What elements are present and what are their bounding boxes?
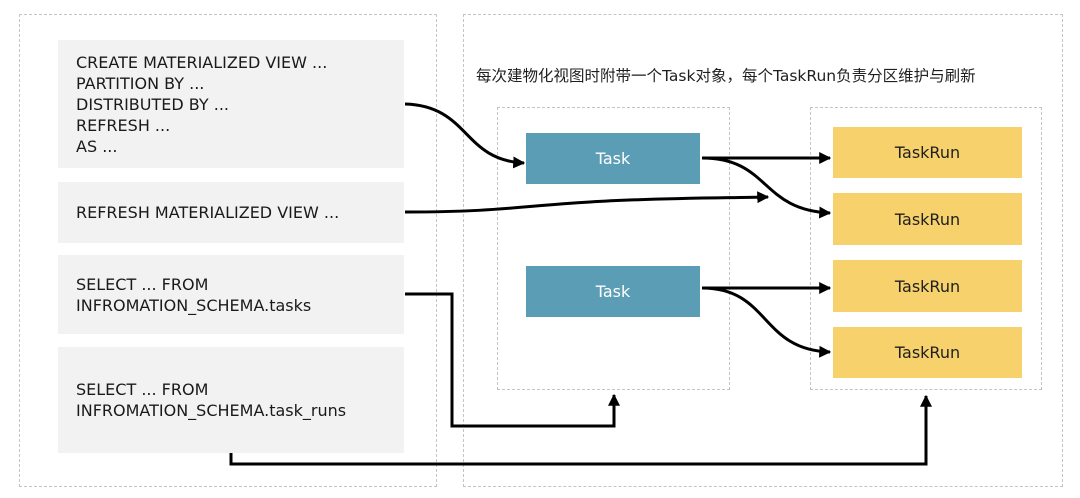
taskruns-group xyxy=(810,107,1042,390)
diagram-caption: 每次建物化视图时附带一个Task对象，每个TaskRun负责分区维护与刷新 xyxy=(476,67,976,85)
statement-line: DISTRIBUTED BY ... xyxy=(76,94,229,114)
statement-select-task-runs: SELECT ... FROM INFROMATION_SCHEMA.task_… xyxy=(58,347,404,453)
sql-statements-group xyxy=(19,14,437,487)
taskrun-box-2: TaskRun xyxy=(833,193,1022,245)
statement-line: CREATE MATERIALIZED VIEW ... xyxy=(76,52,328,72)
statement-select-tasks: SELECT ... FROM INFROMATION_SCHEMA.tasks xyxy=(58,255,404,334)
taskrun-box-1: TaskRun xyxy=(833,127,1022,178)
taskrun-box-4: TaskRun xyxy=(833,327,1022,378)
task-box-1: Task xyxy=(526,133,700,184)
statement-line: REFRESH ... xyxy=(76,115,171,135)
statement-line: SELECT ... FROM xyxy=(76,380,209,399)
statement-line: INFROMATION_SCHEMA.task_runs xyxy=(76,401,347,420)
statement-line: INFROMATION_SCHEMA.tasks xyxy=(76,295,312,315)
taskrun-box-3: TaskRun xyxy=(833,260,1022,312)
materialized-view-runtime-group xyxy=(463,14,1063,487)
task-box-2: Task xyxy=(526,266,700,317)
statement-create-mv: CREATE MATERIALIZED VIEW ... PARTITION B… xyxy=(58,40,404,168)
statement-refresh-mv: REFRESH MATERIALIZED VIEW ... xyxy=(58,182,404,243)
statement-line: REFRESH MATERIALIZED VIEW ... xyxy=(76,203,340,222)
statement-line: SELECT ... FROM xyxy=(76,274,209,294)
statement-line: PARTITION BY ... xyxy=(76,73,205,93)
statement-line: AS ... xyxy=(76,136,118,156)
